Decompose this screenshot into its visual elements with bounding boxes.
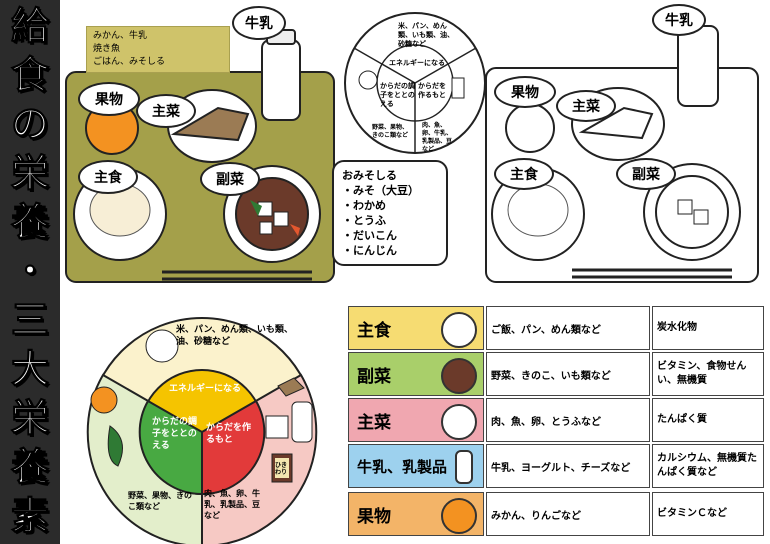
miso-soup-callout: おみそしる ・みそ（大豆） ・わかめ ・とうふ ・だいこん ・にんじん <box>332 160 448 266</box>
label-side-dish-outline: 副菜 <box>616 158 676 190</box>
row-name: 主菜 <box>357 412 391 433</box>
row-name-cell: 主食 <box>348 306 484 350</box>
table-row: 牛乳、乳製品 牛乳、ヨーグルト、チーズなど カルシウム、無機質たんぱく質など <box>348 444 764 488</box>
small-pie-bottom-left-text: 野菜、果物、きのこ類など <box>372 124 409 139</box>
small-pie-right-text: からだを作るもと <box>418 82 446 99</box>
big-pie-chart <box>86 317 318 544</box>
row-name-cell: 副菜 <box>348 352 484 396</box>
callout-item: ・とうふ <box>342 214 386 227</box>
row-nutrient: カルシウム、無機質たんぱく質など <box>652 444 764 488</box>
row-name-cell: 牛乳、乳製品 <box>348 444 484 488</box>
label-main-dish: 主菜 <box>136 94 196 128</box>
row-nutrient: ビタミン、食物せんい、無機質 <box>652 352 764 396</box>
row-foods: 野菜、きのこ、いも類など <box>486 352 650 396</box>
label-fruit: 果物 <box>78 82 140 116</box>
row-foods: 肉、魚、卵、とうふなど <box>486 398 650 442</box>
row-foods: ご飯、パン、めん類など <box>486 306 650 350</box>
vertical-title-bar: 給 食 の 栄 養 ・ 三 大 栄 養 素 <box>0 0 60 544</box>
small-pie-bottom-right-text: 肉、魚、卵、牛乳、乳製品、豆など <box>422 122 453 153</box>
row-name: 牛乳、乳製品 <box>357 457 448 476</box>
big-pie-bottom-left-text: 野菜、果物、きのこ類など <box>128 491 192 511</box>
menu-box: みかん、牛乳 焼き魚 ごはん、みそしる <box>86 26 230 73</box>
menu-line: ごはん、みそしる <box>93 57 166 67</box>
fish-icon <box>441 404 477 440</box>
small-pie-energy-text: エネルギーになる <box>389 59 445 67</box>
title-char: 養 <box>10 200 49 244</box>
row-nutrient: ビタミンＣなど <box>652 492 764 536</box>
milk-icon <box>291 401 313 443</box>
title-char: 大 <box>10 347 49 391</box>
big-pie-right-text: からだを作るもと <box>206 423 252 445</box>
row-name-cell: 主菜 <box>348 398 484 442</box>
title-char: ・ <box>10 249 49 293</box>
title-char: 栄 <box>10 151 49 195</box>
callout-item: ・だいこん <box>342 229 397 242</box>
big-pie-left-text: からだの調子をととのえる <box>152 417 198 451</box>
table-row: 主食 ご飯、パン、めん類など 炭水化物 <box>348 306 764 350</box>
small-pie-top-text: 米、パン、めん類、いも類、油、砂糖など <box>398 22 454 48</box>
title-char: の <box>10 102 49 146</box>
row-foods: みかん、りんごなど <box>486 492 650 536</box>
fish-icon <box>277 377 305 397</box>
big-pie-top-text: 米、パン、めん類、いも類、油、砂糖など <box>176 325 293 347</box>
milk-bottle-outline-icon <box>677 25 719 107</box>
table-row: 果物 みかん、りんごなど ビタミンＣなど <box>348 492 764 536</box>
orange-icon <box>441 498 477 534</box>
title-char: 素 <box>10 494 49 538</box>
milk-bottle-icon <box>261 39 301 121</box>
small-pie-left-text: からだの調子をととのえる <box>380 82 415 108</box>
callout-item: ・みそ（大豆） <box>342 184 419 197</box>
label-side-dish: 副菜 <box>200 162 260 196</box>
big-pie-bottom-right-text: 肉、魚、卵、牛乳、乳製品、豆など <box>204 489 260 520</box>
label-staple-outline: 主食 <box>494 158 554 190</box>
big-pie-energy-text: エネルギーになる <box>168 384 241 394</box>
row-nutrient: たんぱく質 <box>652 398 764 442</box>
rice-icon <box>441 312 477 348</box>
outline-tray-illustration <box>485 25 759 283</box>
title-char: 栄 <box>10 396 49 440</box>
orange-outline-icon <box>505 103 555 153</box>
row-name-cell: 果物 <box>348 492 484 536</box>
natto-label: ひきわり <box>275 462 288 476</box>
callout-item: ・わかめ <box>342 199 386 212</box>
menu-line: 焼き魚 <box>93 44 121 54</box>
milk-icon <box>455 450 473 484</box>
row-name: 主食 <box>357 320 391 341</box>
row-nutrient: 炭水化物 <box>652 306 764 350</box>
title-char: 養 <box>10 445 49 489</box>
row-name: 果物 <box>357 506 391 527</box>
row-foods: 牛乳、ヨーグルト、チーズなど <box>486 444 650 488</box>
leaf-icon <box>107 425 123 467</box>
title-char: 三 <box>10 298 49 342</box>
title-char: 食 <box>10 53 49 97</box>
label-fruit-outline: 果物 <box>494 76 556 108</box>
row-name: 副菜 <box>357 366 391 387</box>
rice-icon <box>145 329 179 363</box>
table-row: 副菜 野菜、きのこ、いも類など ビタミン、食物せんい、無機質 <box>348 352 764 396</box>
menu-line: みかん、牛乳 <box>93 31 148 41</box>
callout-item: ・にんじん <box>342 244 397 257</box>
tofu-icon <box>265 415 289 439</box>
small-pie-outline <box>344 12 486 154</box>
callout-title: おみそしる <box>342 169 397 182</box>
label-main-dish-outline: 主菜 <box>556 90 616 122</box>
table-row: 主菜 肉、魚、卵、とうふなど たんぱく質 <box>348 398 764 442</box>
label-staple: 主食 <box>78 160 138 194</box>
label-milk-outline: 牛乳 <box>652 4 706 36</box>
label-milk: 牛乳 <box>232 6 286 40</box>
miso-soup-icon <box>441 358 477 394</box>
orange-icon <box>90 386 118 414</box>
title-char: 給 <box>10 4 49 48</box>
